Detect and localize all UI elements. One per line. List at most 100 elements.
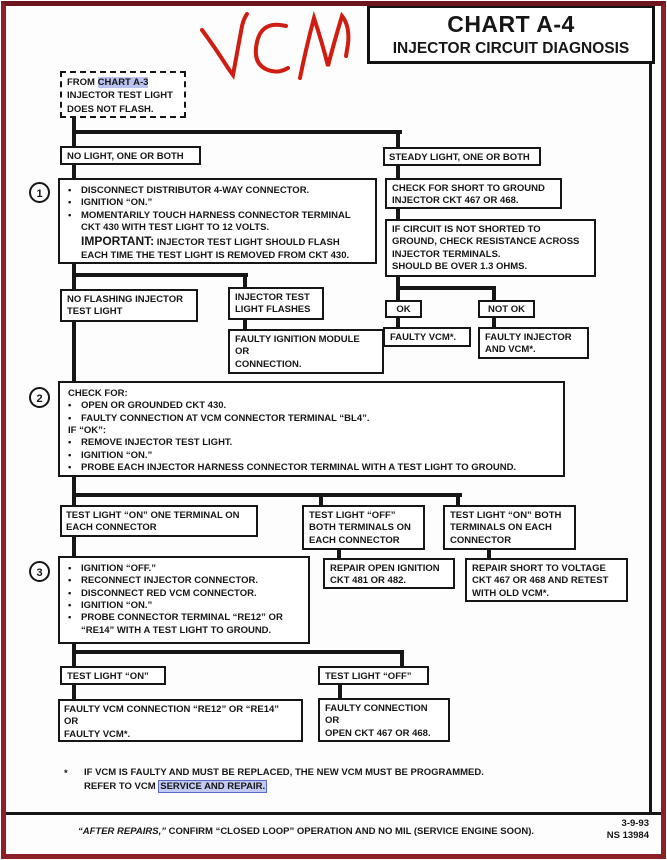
bullet-icon: • <box>68 600 72 612</box>
step2-heading2: IF “OK”: <box>68 425 106 437</box>
faulty-vcm-conn-line3: FAULTY VCM*. <box>64 728 131 740</box>
step2-bullet-row: • PROBE EACH INJECTOR HARNESS CONNECTOR T… <box>68 462 555 474</box>
node-test-light-on: TEST LIGHT “ON” <box>60 666 166 685</box>
connector <box>72 165 76 178</box>
connector <box>338 685 342 698</box>
bullet-icon: • <box>68 449 72 461</box>
node-step3: •IGNITION “OFF.” • RECONNECT INJECTOR CON… <box>58 556 310 644</box>
resistance-line1: IF CIRCUIT IS NOT SHORTED TO <box>392 224 541 235</box>
flashes-line1: INJECTOR TEST <box>235 292 310 303</box>
connector <box>456 497 460 505</box>
service-and-repair-link[interactable]: SERVICE AND REPAIR. <box>158 779 268 793</box>
off-both-line3: EACH CONNECTOR <box>309 534 400 546</box>
step1-bullet-3: MOMENTARILY TOUCH HARNESS CONNECTOR TERM… <box>81 209 351 234</box>
connector <box>72 322 76 381</box>
no-flashing-line1: NO FLASHING INJECTOR <box>67 294 183 305</box>
connector <box>396 134 400 147</box>
after-repairs-rest: CONFIRM “CLOSED LOOP” OPERATION AND NO M… <box>165 826 535 837</box>
footer-after-repairs: “AFTER REPAIRS,” CONFIRM “CLOSED LOOP” O… <box>78 826 534 837</box>
step1-bullet-row: • MOMENTARILY TOUCH HARNESS CONNECTOR TE… <box>68 210 367 263</box>
on-one-line2: EACH CONNECTOR <box>66 522 157 534</box>
node-no-flashing: NO FLASHING INJECTOR TEST LIGHT <box>60 289 198 322</box>
connector <box>492 290 496 300</box>
connector <box>72 654 76 666</box>
footer-date: 3-9-93 <box>621 818 649 829</box>
step-3-badge: 3 <box>29 561 50 582</box>
step2-bullet-row: •IGNITION “ON.” <box>68 450 555 462</box>
repair-open-line2: CKT 481 OR 482. <box>330 575 407 587</box>
chart-title: INJECTOR CIRCUIT DIAGNOSIS <box>392 40 630 57</box>
faulty-vcm-conn-line2: OR <box>64 716 79 728</box>
bullet-icon: • <box>68 400 72 412</box>
bullet-icon: • <box>68 563 72 574</box>
node-faulty-vcm-connection: FAULTY VCM CONNECTION “RE12” OR “RE14” O… <box>58 699 303 742</box>
node-faulty-vcm: FAULTY VCM*. <box>383 327 471 347</box>
faulty-injector-line1: FAULTY INJECTOR <box>485 332 572 343</box>
step-2-badge: 2 <box>29 387 50 408</box>
off-both-line2: BOTH TERMINALS ON <box>309 522 411 534</box>
resistance-line3: INJECTOR TERMINALS. <box>392 248 501 260</box>
on-both-line1: TEST LIGHT “ON” BOTH <box>450 510 562 521</box>
connector <box>72 685 76 699</box>
on-both-line2: TERMINALS ON EACH <box>450 522 552 534</box>
step3-bullet-4: IGNITION “ON.” <box>81 600 153 612</box>
step1-bullet-1: DISCONNECT DISTRIBUTOR 4-WAY CONNECTOR. <box>81 185 310 196</box>
connector <box>72 497 76 505</box>
connector <box>72 130 402 134</box>
faulty-ignition-line3: CONNECTION. <box>235 358 302 370</box>
faulty-ignition-line1: FAULTY IGNITION MODULE <box>235 334 360 345</box>
bullet-icon: • <box>68 437 72 449</box>
node-no-light: NO LIGHT, ONE OR BOTH <box>60 146 201 165</box>
no-flashing-line2: TEST LIGHT <box>67 306 123 318</box>
start-line3: DOES NOT FLASH. <box>67 103 154 115</box>
off-both-line1: TEST LIGHT “OFF” <box>309 510 396 521</box>
node-steady-light: STEADY LIGHT, ONE OR BOTH <box>383 147 541 166</box>
faulty-conn-line3: OPEN CKT 467 OR 468. <box>325 727 431 739</box>
step1-bullet-2: IGNITION “ON.” <box>81 197 153 209</box>
node-step2: CHECK FOR: • OPEN OR GROUNDED CKT 430. • F… <box>58 381 565 477</box>
faulty-vcm-conn-line1: FAULTY VCM CONNECTION “RE12” OR “RE14” <box>64 704 280 715</box>
node-ok: OK <box>385 300 422 318</box>
step2-bullet-2: FAULTY CONNECTION AT VCM CONNECTOR TERMI… <box>81 412 370 424</box>
repair-open-line1: REPAIR OPEN IGNITION <box>330 563 440 574</box>
step3-bullet-row: • IGNITION “ON.” <box>68 600 300 612</box>
step1-bullet-row: • IGNITION “ON.” <box>68 197 367 209</box>
connector <box>72 134 76 146</box>
check-short-line1: CHECK FOR SHORT TO GROUND <box>392 183 545 194</box>
node-light-flashes: INJECTOR TEST LIGHT FLASHES <box>228 287 324 320</box>
check-short-line2: INJECTOR CKT 467 OR 468. <box>392 195 519 207</box>
step2-bullet-3: REMOVE INJECTOR TEST LIGHT. <box>81 437 233 449</box>
step3-bullet-row: •IGNITION “OFF.” <box>68 563 300 575</box>
important-label: IMPORTANT: <box>81 234 155 249</box>
step1-important: IMPORTANT: INJECTOR TEST LIGHT SHOULD FL… <box>81 234 367 262</box>
node-on-both-terminals: TEST LIGHT “ON” BOTH TERMINALS ON EACH C… <box>443 505 576 550</box>
node-faulty-injector: FAULTY INJECTOR AND VCM*. <box>478 327 589 359</box>
bullet-icon: • <box>68 197 72 209</box>
step2-bullet-row: • OPEN OR GROUNDED CKT 430. <box>68 400 555 412</box>
node-not-ok: NOT OK <box>478 300 535 318</box>
node-test-light-off: TEST LIGHT “OFF” <box>318 666 429 685</box>
start-from-label: FROM <box>67 77 98 88</box>
footnote-line1: IF VCM IS FAULTY AND MUST BE REPLACED, T… <box>84 767 484 778</box>
repair-short-line3: WITH OLD VCM*. <box>472 587 550 599</box>
connector <box>396 166 400 178</box>
step2-bullet-5: PROBE EACH INJECTOR HARNESS CONNECTOR TE… <box>81 462 517 474</box>
bullet-icon: • <box>68 462 72 474</box>
bullet-icon: • <box>68 412 72 424</box>
start-line2: INJECTOR TEST LIGHT <box>67 90 173 102</box>
repair-short-line1: REPAIR SHORT TO VOLTAGE <box>472 563 606 574</box>
chart-a3-link[interactable]: CHART A-3 <box>97 77 149 88</box>
node-faulty-connection: FAULTY CONNECTION OR OPEN CKT 467 OR 468… <box>318 698 450 742</box>
step2-heading1: CHECK FOR: <box>68 388 128 399</box>
bullet-icon: • <box>68 587 72 599</box>
footer-rule <box>6 812 661 815</box>
connector <box>396 277 400 288</box>
resistance-line2: GROUND, CHECK RESISTANCE ACROSS <box>392 236 580 248</box>
node-repair-open: REPAIR OPEN IGNITION CKT 481 OR 482. <box>323 558 455 589</box>
bullet-icon: • <box>68 209 72 221</box>
step3-bullet-2: RECONNECT INJECTOR CONNECTOR. <box>81 575 258 587</box>
step2-bullet-1: OPEN OR GROUNDED CKT 430. <box>81 400 227 412</box>
step3-bullet-3: DISCONNECT RED VCM CONNECTOR. <box>81 587 257 599</box>
node-faulty-ignition: FAULTY IGNITION MODULE OR CONNECTION. <box>228 329 384 374</box>
